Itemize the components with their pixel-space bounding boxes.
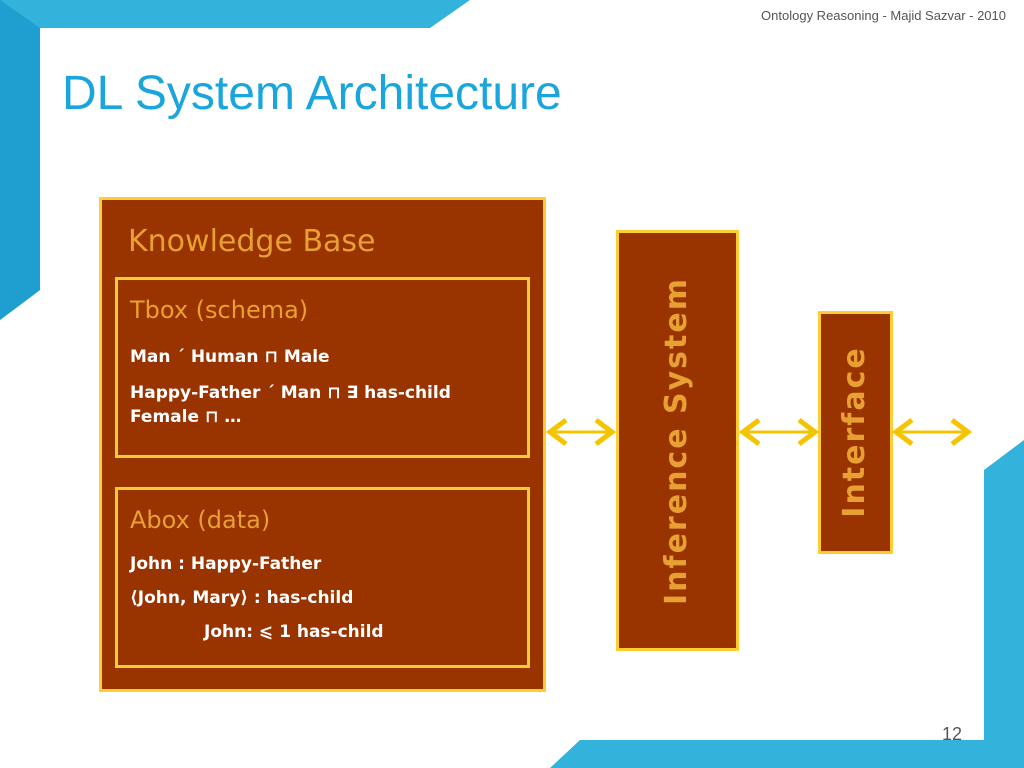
abox-assertion-1: John : Happy-Father <box>130 554 322 574</box>
arrow-inference-interface <box>739 418 819 446</box>
corner-decoration-bottom <box>550 440 1024 768</box>
abox-box <box>115 487 530 668</box>
slide-title: DL System Architecture <box>62 67 562 120</box>
abox-assertion-2: ⟨John, Mary⟩ : has-child <box>130 588 354 608</box>
abox-assertion-3: John: ⩽ 1 has-child <box>204 622 384 642</box>
page-number: 12 <box>941 724 962 744</box>
knowledge-base-title: Knowledge Base <box>128 224 376 259</box>
inference-system-box <box>616 230 739 651</box>
header-citation: Ontology Reasoning - Majid Sazvar - 2010 <box>761 8 1006 23</box>
corner-decoration-top <box>0 0 470 320</box>
interface-label: Interface <box>837 346 872 518</box>
arrow-interface-external <box>892 418 972 446</box>
arrow-kb-inference <box>546 418 616 446</box>
tbox-title: Tbox (schema) <box>130 296 309 324</box>
tbox-box <box>115 277 530 458</box>
tbox-axiom-2: Happy-Father ´ Man ⊓ ∃ has-child Female … <box>130 383 451 427</box>
abox-title: Abox (data) <box>130 506 271 534</box>
inference-system-label: Inference System <box>659 277 694 605</box>
interface-box <box>818 311 893 554</box>
tbox-axiom-1: Man ´ Human ⊓ Male <box>130 347 330 367</box>
